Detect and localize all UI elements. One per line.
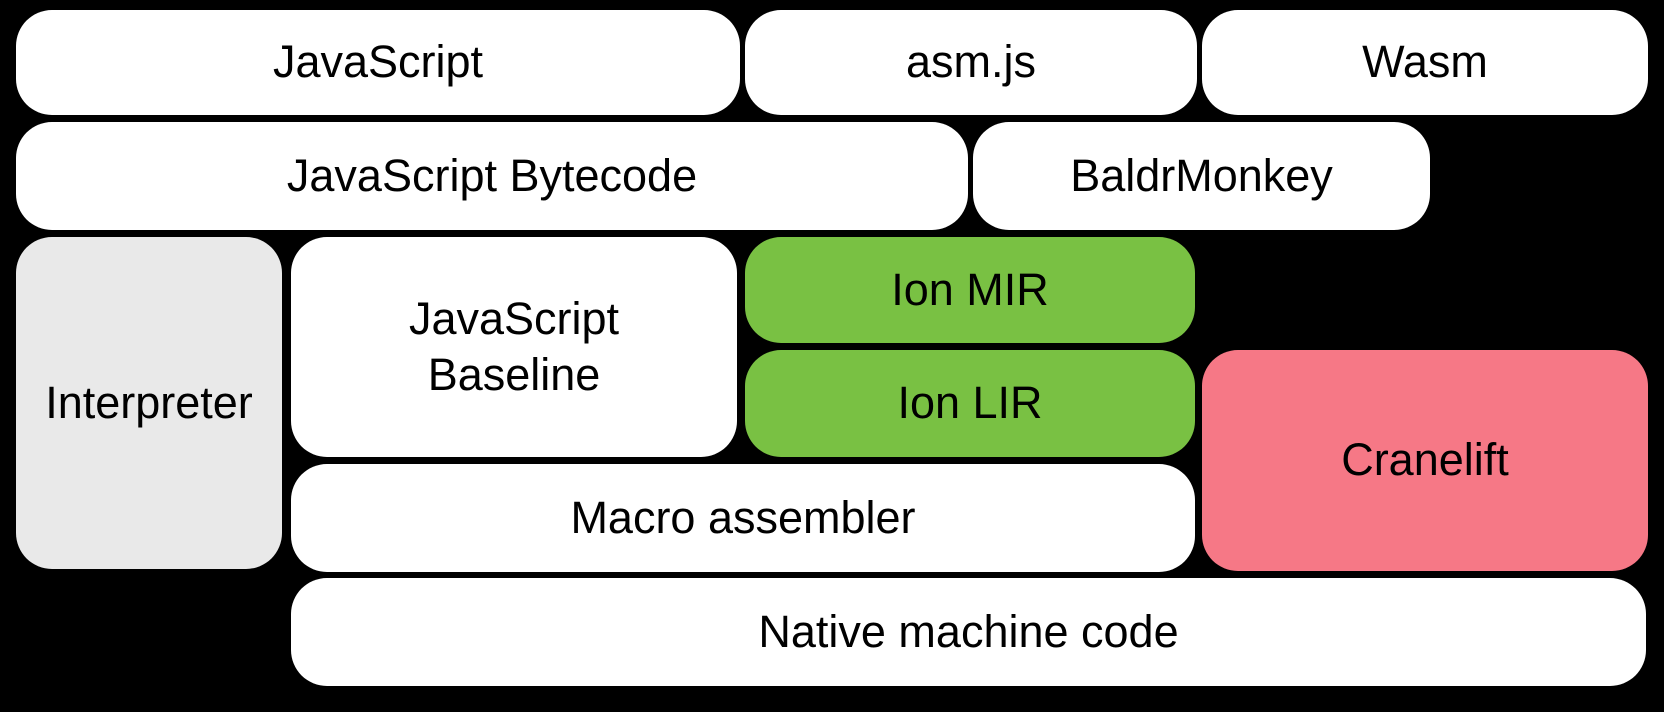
node-javascript-label: JavaScript — [272, 36, 484, 88]
node-ion-lir-label: Ion LIR — [897, 377, 1043, 429]
node-javascript-bytecode: JavaScript Bytecode — [16, 122, 968, 230]
node-native-machine-code: Native machine code — [291, 578, 1646, 686]
node-javascript-baseline: JavaScript Baseline — [291, 237, 737, 457]
node-baldrmonkey-label: BaldrMonkey — [1070, 149, 1333, 201]
node-wasm: Wasm — [1202, 10, 1648, 115]
node-interpreter-label: Interpreter — [45, 376, 253, 428]
node-javascript-baseline-label: JavaScript Baseline — [408, 292, 620, 400]
node-asmjs: asm.js — [745, 10, 1197, 115]
node-javascript: JavaScript — [16, 10, 740, 115]
node-cranelift: Cranelift — [1202, 350, 1648, 571]
node-baldrmonkey: BaldrMonkey — [973, 122, 1430, 230]
node-wasm-label: Wasm — [1362, 36, 1488, 88]
node-macro-assembler: Macro assembler — [291, 464, 1195, 572]
node-ion-mir-label: Ion MIR — [891, 263, 1049, 315]
node-javascript-bytecode-label: JavaScript Bytecode — [286, 149, 698, 201]
node-ion-mir: Ion MIR — [745, 237, 1195, 343]
node-macro-assembler-label: Macro assembler — [570, 491, 916, 543]
node-native-machine-code-label: Native machine code — [758, 605, 1179, 657]
node-interpreter: Interpreter — [16, 237, 282, 569]
node-ion-lir: Ion LIR — [745, 350, 1195, 457]
node-asmjs-label: asm.js — [905, 36, 1036, 88]
node-cranelift-label: Cranelift — [1341, 434, 1509, 486]
